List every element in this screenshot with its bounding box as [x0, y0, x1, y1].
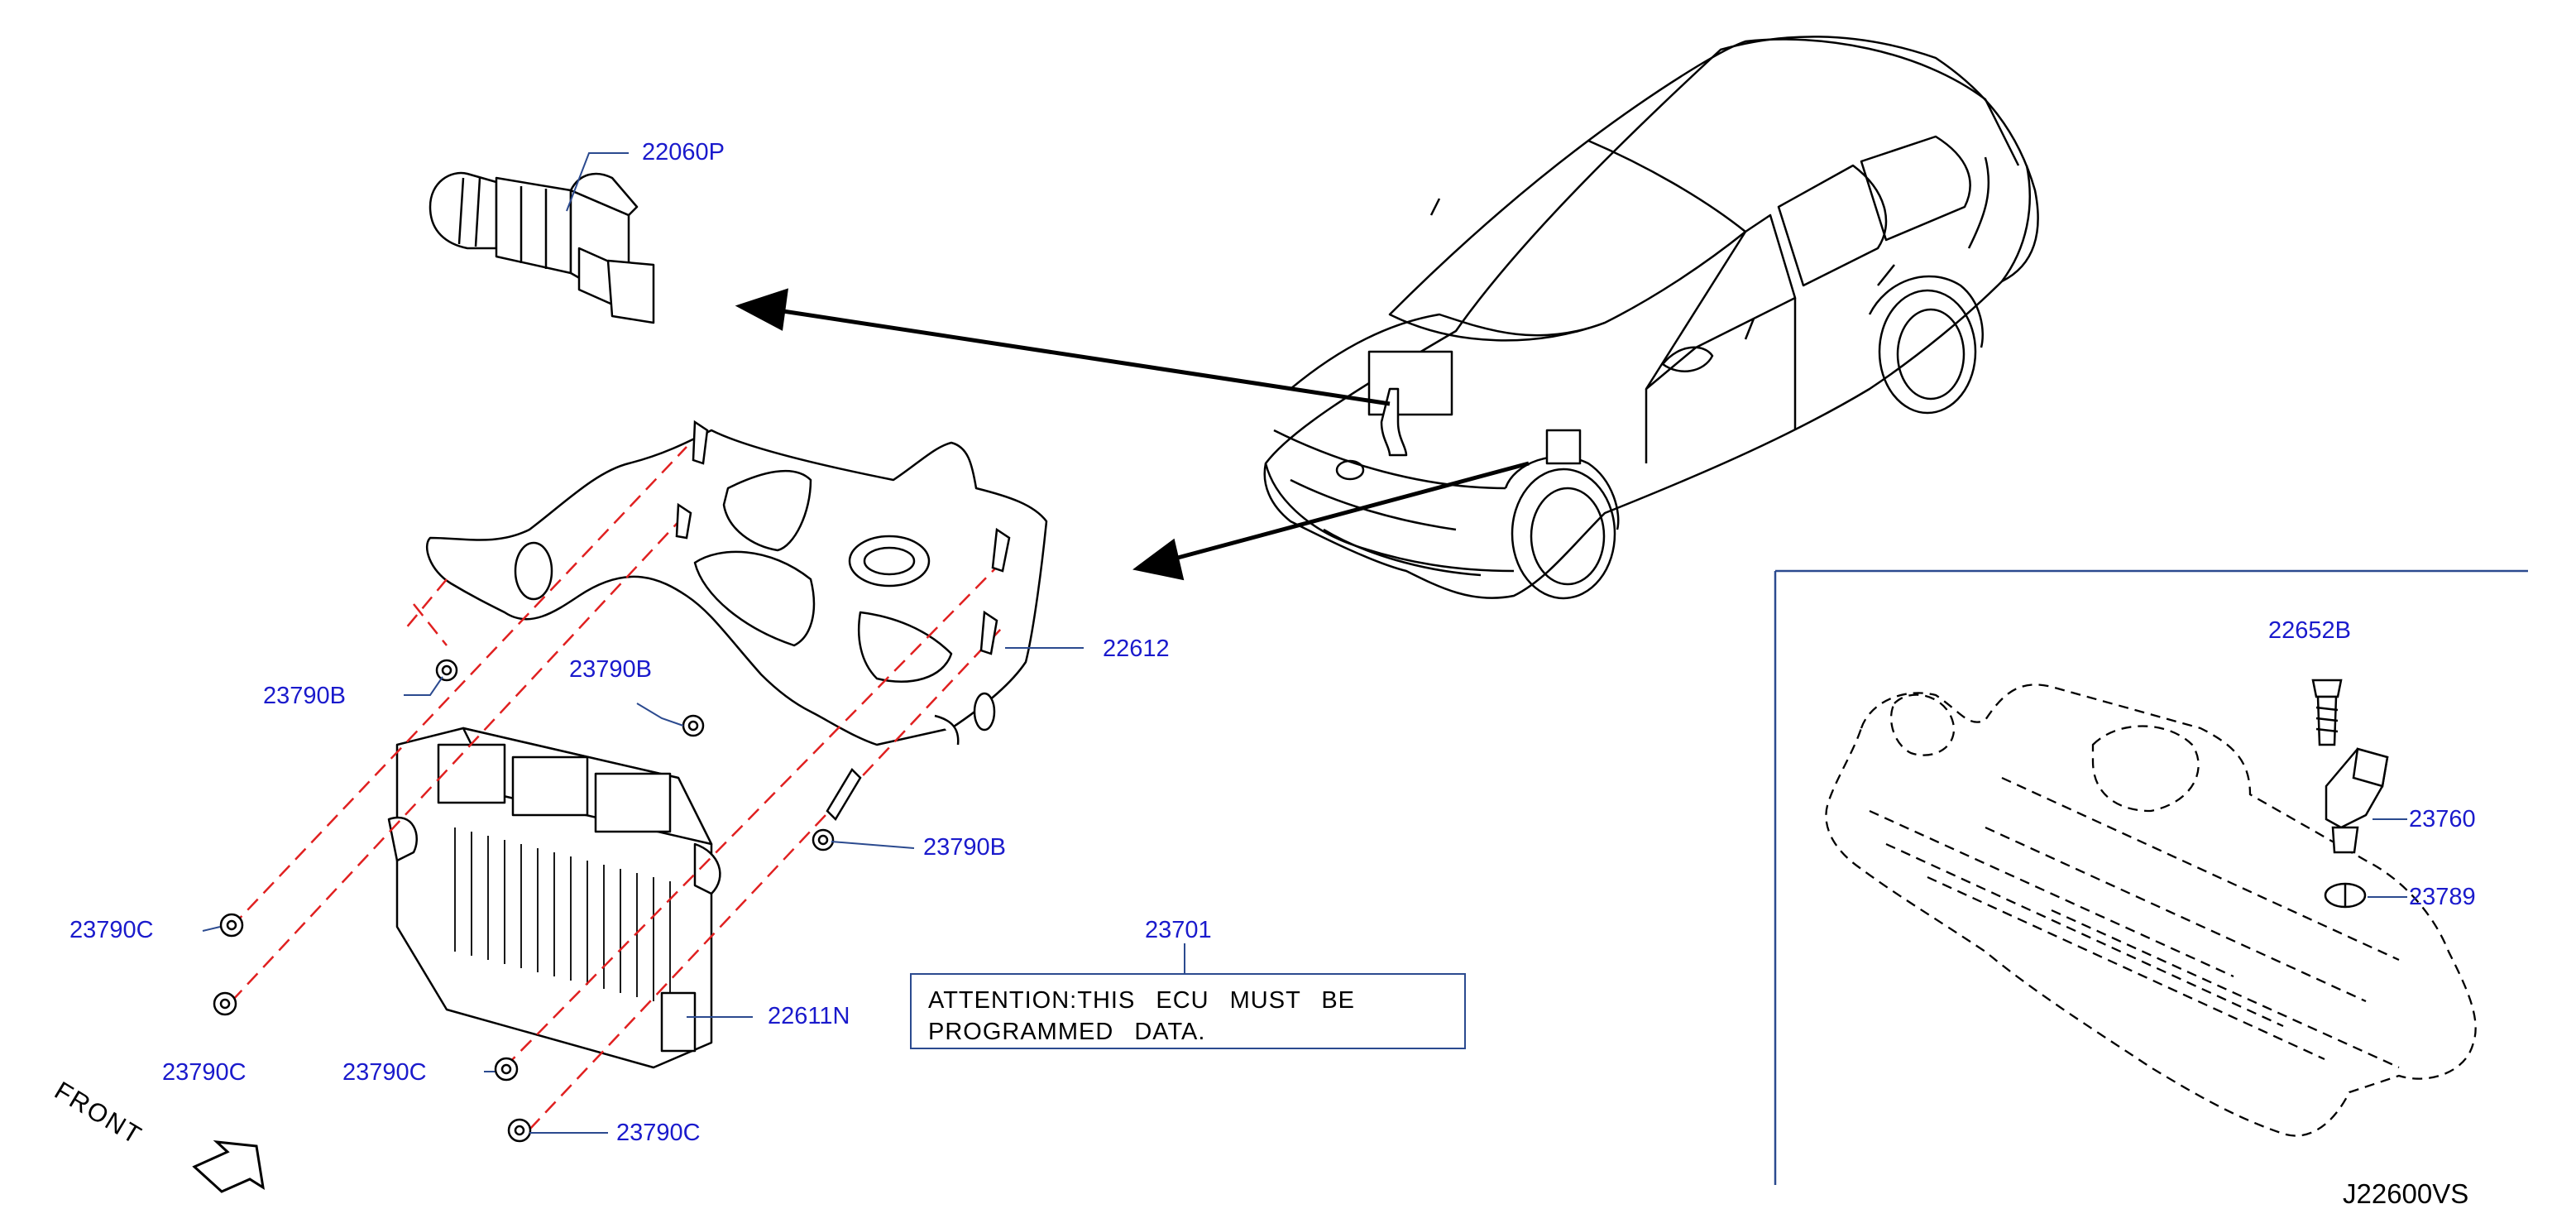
pressure-sensor-illustration — [429, 171, 655, 324]
pointer-arrows — [735, 288, 1530, 581]
note-line-2: PROGRAMMED DATA. — [928, 1019, 1206, 1045]
attention-note: ATTENTION:THIS ECU MUST BE PROGRAMMED DA… — [910, 973, 1466, 1049]
bracket-illustration — [425, 429, 1048, 746]
part-label-23790c-3[interactable]: 23790C — [342, 1059, 427, 1086]
fasteners — [213, 420, 1011, 1143]
car-illustration — [1263, 36, 2039, 600]
inset-panel — [1774, 569, 2528, 1185]
inset-leaders — [2368, 818, 2407, 898]
front-arrow — [192, 1140, 266, 1193]
part-label-23789[interactable]: 23789 — [2409, 884, 2476, 910]
ecu-illustration — [387, 727, 721, 1069]
part-label-22060p[interactable]: 22060P — [642, 139, 725, 165]
part-label-23790c-4[interactable]: 23790C — [616, 1120, 701, 1146]
note-line-1: ATTENTION:THIS ECU MUST BE — [928, 987, 1356, 1014]
part-label-23790b-left[interactable]: 23790B — [263, 683, 346, 709]
part-label-22612[interactable]: 22612 — [1103, 636, 1170, 662]
engine-block-dashed — [1825, 684, 2477, 1137]
diagram-code: J22600VS — [2343, 1178, 2469, 1209]
part-label-23701[interactable]: 23701 — [1145, 917, 1212, 943]
inset-sensor-parts — [2311, 679, 2389, 909]
part-label-22652b[interactable]: 22652B — [2268, 617, 2351, 644]
part-label-23790c-1[interactable]: 23790C — [69, 917, 154, 943]
part-label-23790b-mid[interactable]: 23790B — [569, 656, 652, 683]
part-label-23760[interactable]: 23760 — [2409, 806, 2476, 832]
alignment-dashes — [231, 446, 1002, 1130]
part-label-23790b-right[interactable]: 23790B — [923, 834, 1006, 861]
part-label-23790c-2[interactable]: 23790C — [162, 1059, 247, 1086]
part-label-22611n[interactable]: 22611N — [768, 1003, 850, 1029]
leader-lines — [202, 152, 1185, 1134]
